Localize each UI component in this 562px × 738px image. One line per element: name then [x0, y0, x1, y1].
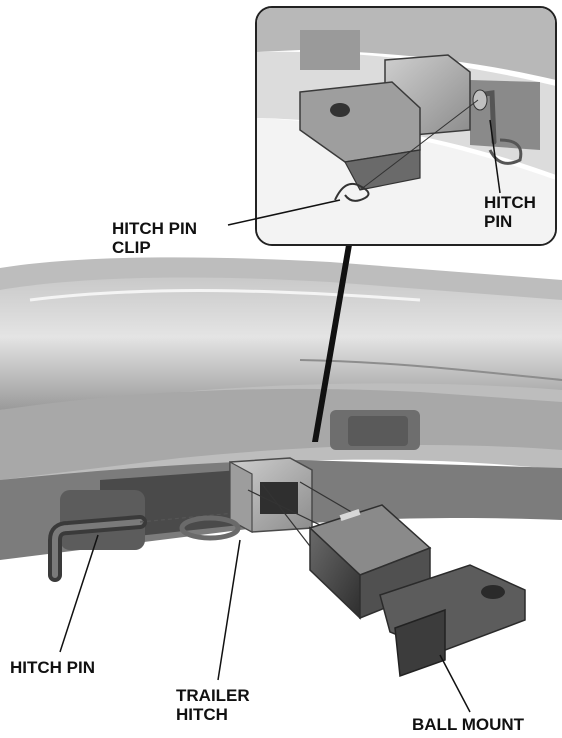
label-leaders — [59, 119, 501, 713]
hitch-pin-inset-label-line1: HITCH — [484, 193, 536, 212]
inset-detail — [255, 6, 557, 246]
hitch-pin-inset-label-line2: PIN — [484, 212, 513, 231]
trailer-hitch-label-line2: HITCH — [176, 705, 228, 724]
trailer-hitch-label: TRAILER HITCH — [176, 686, 250, 724]
hitch-pin-inset-label: HITCH PIN — [484, 193, 536, 231]
hitch-pin-clip-label: HITCH PIN CLIP — [112, 219, 197, 257]
trailer-hitch-label-line1: TRAILER — [176, 686, 250, 705]
hitch-pin-part — [48, 511, 246, 582]
ball-mount-part — [308, 504, 526, 678]
hitch-pin-clip-label-line1: HITCH PIN — [112, 219, 197, 238]
hitch-pin-label: HITCH PIN — [10, 658, 95, 677]
hitch-pin-clip-label-line2: CLIP — [112, 238, 151, 257]
inset-leader — [312, 245, 352, 442]
ball-mount-label: BALL MOUNT — [412, 715, 525, 734]
